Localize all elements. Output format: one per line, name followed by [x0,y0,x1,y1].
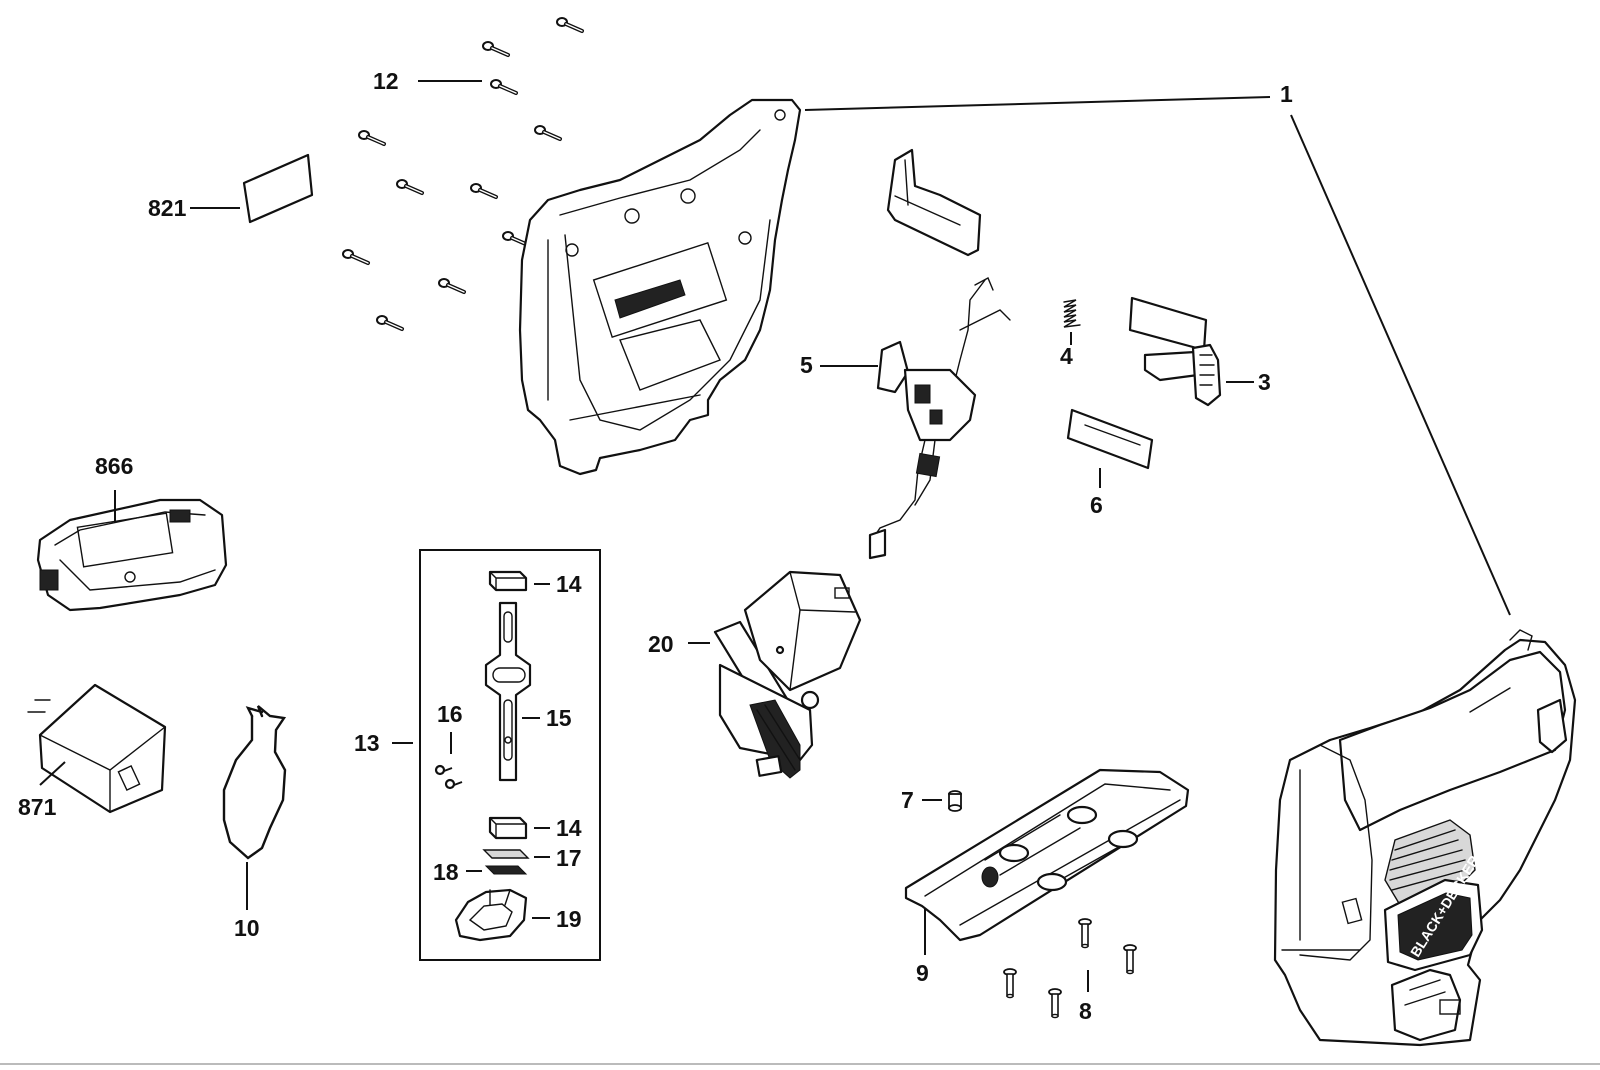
screws-8 [1003,918,1137,1019]
spring-4 [1063,299,1081,345]
label-871: 871 [18,794,57,820]
plunger-15 [484,601,532,782]
label-866: 866 [95,453,133,479]
shoe-base-9 [904,768,1190,942]
switch-cover-part [886,148,982,257]
label-18: 18 [433,859,459,885]
screws-16 [434,764,463,790]
label-16: 16 [437,701,463,727]
label-10: 10 [234,915,260,941]
assembled-jigsaw: BLACK+DECKER [1273,629,1577,1047]
slide-part-6 [1066,408,1154,470]
shim-17 [482,849,530,859]
switch-assembly-5 [868,277,1011,560]
label-3: 3 [1258,369,1271,395]
label-8: 8 [1079,998,1092,1024]
label-821: 821 [148,195,187,221]
label-17: 17 [556,845,582,871]
pin-7 [948,790,962,812]
label-20: 20 [648,631,674,657]
blade-clamp-kit-box [419,549,601,961]
label-12: 12 [373,68,399,94]
plate-18 [484,865,528,875]
bottom-divider [0,1063,1600,1065]
label-14b: 14 [556,815,582,841]
label-15: 15 [546,705,572,731]
lock-button-3 [1128,296,1222,407]
label-1: 1 [1280,81,1293,107]
label-plate-821 [242,153,314,224]
label-5: 5 [800,352,813,378]
wire-hook-10 [222,705,287,860]
label-7: 7 [901,787,914,813]
label-14a: 14 [556,571,582,597]
clamp-block-14-top [488,570,528,592]
motor-gear-assembly-20 [713,570,862,779]
label-6: 6 [1090,492,1103,518]
label-4: 4 [1060,343,1073,369]
label-19: 19 [556,906,582,932]
battery-866 [36,498,228,612]
housing-half [518,98,802,476]
blade-clamp-19 [454,888,528,942]
label-9: 9 [916,960,929,986]
charger-871 [27,683,167,814]
clamp-block-14-bottom [488,816,528,840]
label-13: 13 [354,730,380,756]
